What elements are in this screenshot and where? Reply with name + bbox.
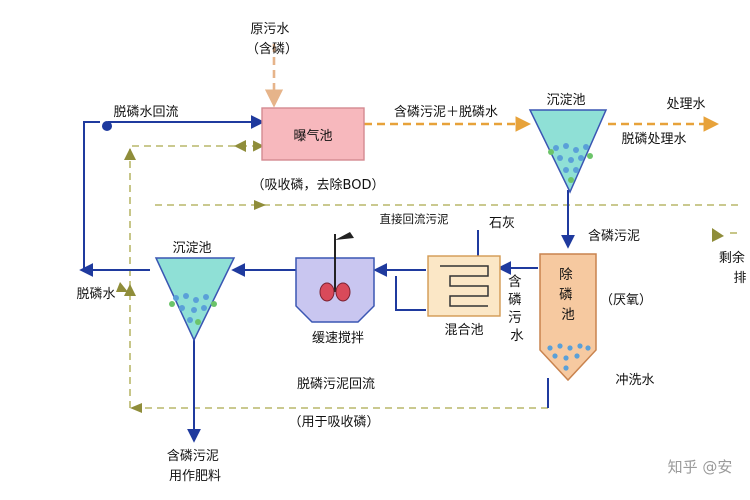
raw-water-label: 原污水 （含磷） [246,22,298,57]
p-wastewater-char-3: 污 [508,310,522,326]
fertilizer-line1: 含磷污泥 [167,448,219,464]
watermark: 知乎 @安 [668,458,733,476]
mixing-tank-label: 混合池 [444,323,483,338]
anaerobic-label: （厌氧） [600,293,652,308]
settling-tank-left [154,257,236,342]
p-tank-char-1: 除 [559,267,573,283]
p-wastewater-char-4: 水 [510,328,524,344]
dephos-return-label: 脱磷水回流 [113,105,178,120]
aeration-tank-label: 曝气池 [293,128,332,144]
excess-discharge-label: 剩余 排 [719,250,749,286]
return-junction-dot [102,121,112,131]
settling-tank-top [528,109,608,194]
settling-tank-top-label: 沉淀池 [546,93,585,108]
dephos-treated-water-label: 脱磷处理水 [621,132,686,147]
aeration-tank: 曝气池 [261,107,365,161]
p-removal-tank-label: 除 磷 池 [559,267,577,323]
p-wastewater-char-2: 磷 [508,292,522,308]
mixing-tank [427,255,501,317]
aeration-note-label: （吸收磷，去除BOD） [252,178,385,193]
lime-label: 石灰 [489,216,515,231]
p-tank-char-2: 磷 [559,287,573,303]
direct-return-sludge-label: 直接回流污泥 [380,212,449,226]
excess-line2: 排 [733,271,746,286]
raw-water-line1: 原污水 [250,22,289,37]
slow-mixing-tank [295,232,375,323]
flush-water-label: 冲洗水 [615,373,654,388]
dashed-arrowheads [116,140,724,413]
excess-line1: 剩余 [719,250,745,266]
main-flow-orange [264,44,720,132]
p-wastewater-char-1: 含 [508,274,522,290]
fertilizer-line2: 用作肥料 [169,469,221,484]
p-tank-char-3: 池 [561,307,575,323]
p-removal-tank [539,253,597,382]
dephos-sludge-return-label: 脱磷污泥回流 [297,377,375,392]
p-sludge-plus-water-label: 含磷污泥＋脱磷水 [394,104,498,120]
p-sludge-down-label: 含磷污泥 [588,228,640,244]
settler-top-particles [553,143,589,173]
slow-mixing-label: 缓速搅拌 [312,330,364,346]
raw-water-line2: （含磷） [246,41,298,57]
settling-tank-left-label: 沉淀池 [172,241,211,256]
p-sludge-fertilizer-label: 含磷污泥 用作肥料 [167,448,223,484]
treated-water-label: 处理水 [666,97,705,112]
blue-process-lines [79,115,575,443]
sludge-return-dashed-lines [129,140,740,409]
dephos-water-label: 脱磷水 [76,287,115,302]
p-wastewater-label: 含 磷 污 水 [508,274,526,344]
for-p-absorption-label: （用于吸收磷） [288,415,379,430]
